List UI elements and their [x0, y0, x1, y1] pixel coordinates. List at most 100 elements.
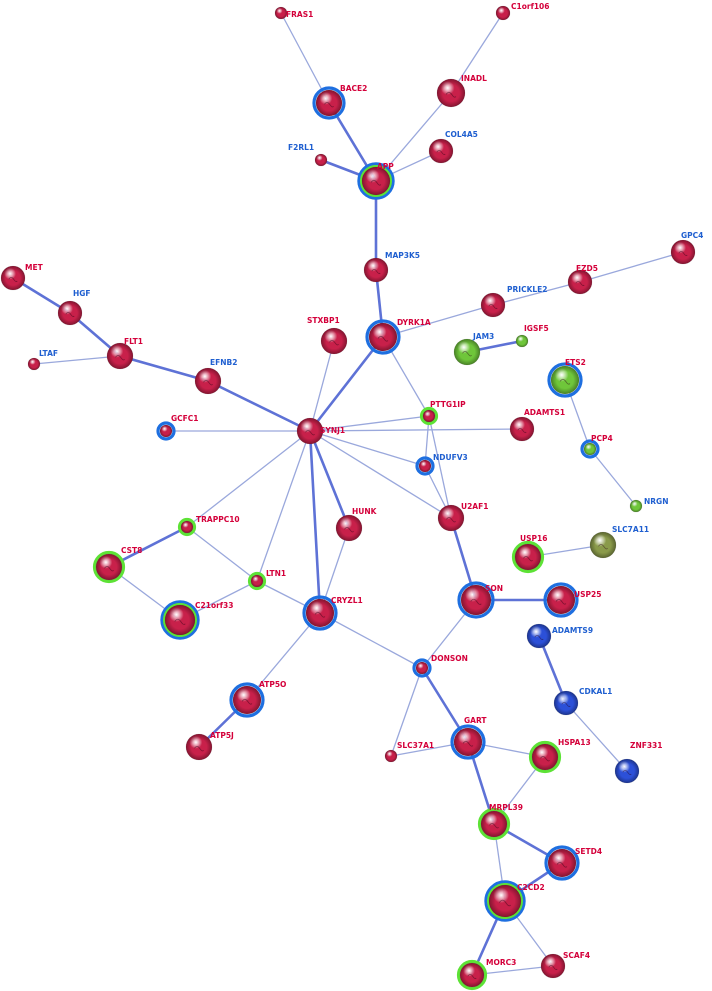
node-COL4A5[interactable] [428, 138, 454, 164]
node-HSPA13[interactable] [528, 740, 562, 774]
node-label-CDKAL1: CDKAL1 [579, 687, 612, 696]
node-SCAF4[interactable] [540, 953, 566, 979]
edge-CRYZL1-ATP5O [246, 612, 321, 701]
labels-layer: FRAS1C1orf106INADLBACE2F2RL1APPCOL4A5MAP… [25, 2, 703, 967]
node-label-HSPA13: HSPA13 [558, 738, 591, 747]
node-IGSF5[interactable] [515, 334, 529, 348]
node-USP25[interactable] [543, 582, 579, 618]
node-LTAF[interactable] [27, 357, 41, 371]
edge-SYNJ1-TRAPPC10 [186, 430, 311, 528]
edge-SYNJ1-U2AF1 [309, 430, 452, 519]
node-PRICKLE2[interactable] [480, 292, 506, 318]
node-label-SON: SON [485, 584, 503, 593]
node-label-STXBP1: STXBP1 [307, 316, 340, 325]
node-label-LTN1: LTN1 [266, 569, 286, 578]
node-NDUFV3[interactable] [415, 456, 435, 476]
node-C1orf106[interactable] [495, 5, 511, 21]
edge-INADL-APP [375, 92, 452, 182]
node-label-ADAMTS1: ADAMTS1 [524, 408, 565, 417]
node-label-U2AF1: U2AF1 [461, 502, 488, 511]
edge-DYRK1A-SYNJ1 [308, 335, 385, 433]
edge-PTTG1IP-U2AF1 [428, 415, 452, 519]
node-CRYZL1[interactable] [302, 595, 338, 631]
edge-TRAPPC10-LTN1 [186, 526, 258, 582]
node-SYNJ1[interactable] [296, 417, 324, 445]
node-label-NRGN: NRGN [644, 497, 669, 506]
node-label-HGF: HGF [73, 289, 91, 298]
node-label-CRYZL1: CRYZL1 [331, 596, 363, 605]
edge-SYNJ1-HUNK [308, 429, 351, 530]
node-FZD5[interactable] [567, 269, 593, 295]
node-label-LTAF: LTAF [39, 349, 58, 358]
node-FRAS1[interactable] [274, 6, 288, 20]
edge-CDKAL1-ZNF331 [565, 702, 628, 772]
node-label-SLC37A1: SLC37A1 [397, 741, 434, 750]
node-HGF[interactable] [57, 300, 83, 326]
node-SON[interactable] [457, 581, 495, 619]
node-EFNB2[interactable] [194, 367, 222, 395]
edge-SYNJ1-PTTG1IP [309, 415, 430, 432]
edge-GPC4-FZD5 [579, 251, 684, 283]
node-label-FRAS1: FRAS1 [286, 10, 313, 19]
node-MAP3K5[interactable] [363, 257, 389, 283]
node-JAM3[interactable] [453, 338, 481, 366]
node-FLT1[interactable] [106, 342, 134, 370]
node-PCP4[interactable] [580, 439, 600, 459]
edge-SYNJ1-ADAMTS1 [309, 428, 523, 432]
node-ETS2[interactable] [547, 362, 583, 398]
node-label-APP: APP [377, 162, 394, 171]
node-DYRK1A[interactable] [365, 319, 401, 355]
node-MRPL39[interactable] [477, 807, 511, 841]
node-ATP5J[interactable] [185, 733, 213, 761]
node-label-ETS2: ETS2 [565, 358, 586, 367]
edge-FZD5-PRICKLE2 [492, 281, 581, 306]
edge-LTAF-FLT1 [33, 355, 121, 365]
node-TRAPPC10[interactable] [177, 517, 197, 537]
node-LTN1[interactable] [247, 571, 267, 591]
node-ADAMTS9[interactable] [526, 623, 552, 649]
node-CST8[interactable] [92, 550, 126, 584]
node-label-COL4A5: COL4A5 [445, 130, 478, 139]
node-HUNK[interactable] [335, 514, 363, 542]
node-label-MAP3K5: MAP3K5 [385, 251, 420, 260]
node-label-EFNB2: EFNB2 [210, 358, 237, 367]
node-label-SCAF4: SCAF4 [563, 951, 590, 960]
node-PTTG1IP[interactable] [419, 406, 439, 426]
node-C21orf33[interactable] [160, 600, 200, 640]
node-label-PCP4: PCP4 [591, 434, 613, 443]
node-U2AF1[interactable] [437, 504, 465, 532]
node-ZNF331[interactable] [614, 758, 640, 784]
node-STXBP1[interactable] [320, 327, 348, 355]
node-CDKAL1[interactable] [553, 690, 579, 716]
node-C2CD2[interactable] [484, 880, 526, 922]
node-label-ADAMTS9: ADAMTS9 [552, 626, 593, 635]
node-MORC3[interactable] [456, 959, 488, 991]
node-MET[interactable] [0, 265, 26, 291]
node-SLC7A11[interactable] [589, 531, 617, 559]
node-label-C2CD2: C2CD2 [517, 883, 545, 892]
node-label-PTTG1IP: PTTG1IP [430, 400, 466, 409]
node-SLC37A1[interactable] [384, 749, 398, 763]
node-label-MRPL39: MRPL39 [489, 803, 523, 812]
node-label-C21orf33: C21orf33 [195, 601, 234, 610]
node-BACE2[interactable] [312, 86, 346, 120]
node-GCFC1[interactable] [156, 421, 176, 441]
node-GPC4[interactable] [670, 239, 696, 265]
node-ATP5O[interactable] [229, 682, 265, 718]
node-ADAMTS1[interactable] [509, 416, 535, 442]
node-label-MORC3: MORC3 [486, 958, 516, 967]
node-DONSON[interactable] [412, 658, 432, 678]
node-F2RL1[interactable] [314, 153, 328, 167]
node-label-GCFC1: GCFC1 [171, 414, 199, 423]
edge-SYNJ1-LTN1 [256, 430, 311, 582]
node-NRGN[interactable] [629, 499, 643, 513]
node-USP16[interactable] [511, 540, 545, 574]
edge-CRYZL1-DONSON [319, 612, 423, 669]
node-APP[interactable] [357, 162, 395, 200]
node-INADL[interactable] [436, 78, 466, 108]
node-label-ATP5O: ATP5O [259, 680, 286, 689]
node-GART[interactable] [450, 724, 486, 760]
node-label-NDUFV3: NDUFV3 [433, 453, 468, 462]
node-label-TRAPPC10: TRAPPC10 [196, 515, 240, 524]
node-SETD4[interactable] [544, 845, 580, 881]
